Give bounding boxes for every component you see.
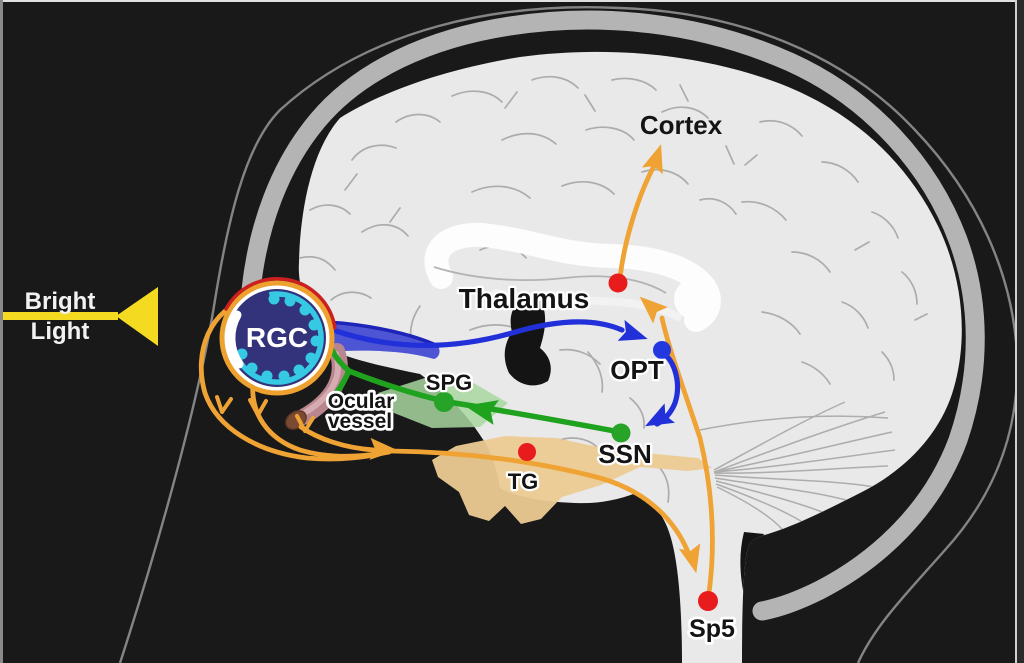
fornix (492, 289, 682, 321)
node-tg (518, 443, 536, 461)
node-thalamus (608, 273, 628, 293)
eye-light-crescent (226, 310, 244, 369)
corpus-callosum-splenium (674, 278, 716, 320)
cerebellum-folia (699, 401, 896, 535)
label-bright-light-line2: Light (31, 318, 90, 345)
optic-nerve-top-edge (325, 320, 440, 348)
eye-outer-ring (219, 280, 335, 396)
bright-light-arrow (0, 287, 158, 346)
path-thalamus-to-cortex (617, 163, 657, 281)
node-sp5 (698, 591, 718, 611)
label-opt: OPT (610, 355, 664, 385)
path-eye-to-sp5 (388, 448, 691, 555)
head-outline (118, 5, 1019, 663)
label-rgc: RGC (246, 322, 308, 353)
eye-globe (219, 276, 337, 396)
node-ssn (611, 423, 631, 443)
eye-rgc-cells (236, 293, 322, 382)
label-ssn: SSN (598, 439, 651, 469)
label-spg: SPG (426, 370, 472, 395)
edge-left (0, 0, 3, 663)
label-sp5: Sp5 (689, 615, 735, 643)
edge-right-strip (1017, 0, 1024, 663)
label-thalamus: Thalamus (459, 283, 590, 314)
edge-right-line (1015, 0, 1017, 663)
node-spg (434, 392, 454, 412)
label-ocular-vessel-line1: Ocular (328, 390, 395, 413)
label-bright-light-line1: Bright (25, 288, 96, 315)
callosum-edge-line (433, 266, 667, 294)
brain-interior (299, 75, 928, 604)
label-ocular-vessel-line2: vessel (328, 410, 392, 433)
label-tg: TG (508, 469, 539, 494)
node-opt (653, 341, 671, 359)
edge-top (0, 0, 1024, 2)
skull-band (241, 10, 985, 621)
eye-red-rim (224, 276, 337, 330)
orange-pathways (198, 163, 715, 596)
brain-silhouette (298, 51, 962, 663)
sulci-lines (299, 75, 928, 503)
label-cortex: Cortex (640, 110, 723, 140)
path-rgc-to-opt (330, 319, 625, 348)
ventricle-blob (504, 301, 551, 386)
